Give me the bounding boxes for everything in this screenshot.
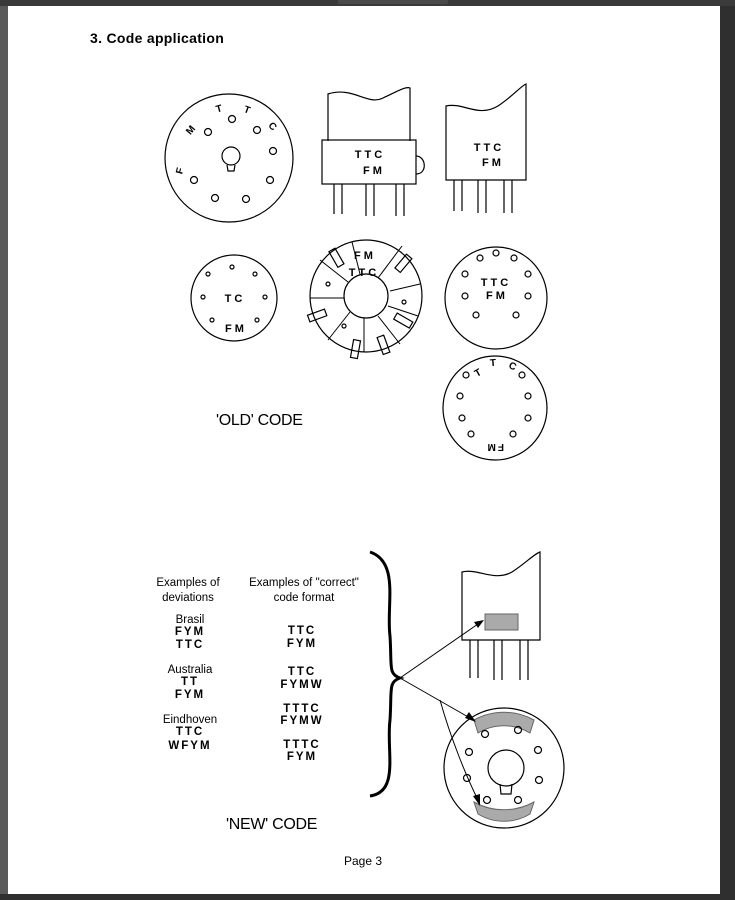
deviation-place: Brasil — [175, 614, 205, 626]
socket-diagram-ribbed — [306, 239, 423, 360]
rotated-top-letter-t2: T — [490, 358, 497, 369]
correct-code-line: FYM — [286, 638, 318, 650]
correct-code-line: TTC — [287, 625, 317, 637]
deviation-code-line: TTC — [175, 726, 205, 738]
correct-code-line: FYMW — [280, 679, 324, 691]
tube-front-diagram — [321, 87, 425, 216]
viewer-scrollbar-track[interactable] — [720, 6, 735, 894]
new-code-base-diagram — [443, 707, 565, 829]
rotated-top-letter-t1: T — [473, 367, 484, 380]
correct-code-line: FYM — [286, 751, 318, 763]
page-number: Page 3 — [344, 854, 383, 868]
window-tab[interactable] — [338, 0, 448, 4]
correct-format-header: Examples of "correct" code format — [249, 577, 359, 604]
deviations-header: Examples of deviations — [156, 577, 220, 604]
correct-code-line: TTTC — [283, 703, 321, 715]
correct-code-line: TTTC — [283, 739, 321, 751]
base-letter-c: C — [266, 120, 279, 133]
base-letter-m: M — [184, 124, 198, 137]
socket-pins-code-line2: FM — [486, 290, 508, 302]
deviation-code-line: WFYM — [168, 740, 212, 752]
rotated-top-letter-c: C — [507, 360, 518, 373]
arrow-heads — [465, 620, 484, 806]
base-letter-f: F — [174, 167, 186, 176]
correct-code-line: TTC — [287, 666, 317, 678]
tube-base-diagram-rotated — [442, 355, 548, 461]
socket-pins-code-line1: TTC — [481, 277, 511, 289]
tube-base-diagram-large — [164, 93, 294, 223]
tube-side-code-line1: TTC — [474, 142, 504, 154]
old-code-caption: 'OLD' CODE — [216, 412, 303, 429]
grouping-bracket — [369, 550, 405, 798]
tube-front-code-line1: TTC — [355, 149, 385, 161]
socket-small-bottom-code: FM — [225, 323, 247, 335]
section-title: 3. Code application — [90, 30, 225, 46]
new-code-caption: 'NEW' CODE — [226, 816, 318, 833]
tube-front-code-line2: FM — [363, 165, 385, 177]
deviation-code-line: FYM — [174, 689, 206, 701]
deviation-place: Eindhoven — [162, 714, 218, 726]
pointer-arrows — [399, 623, 479, 801]
illustrations: F M T T C T T C FM TTC FM TTC FM TC FM F… — [164, 83, 565, 829]
socket-diagram-pins — [444, 246, 548, 350]
deviation-code-line: TT — [180, 676, 200, 688]
rotated-bottom-code: FM — [486, 441, 504, 452]
viewer-bottom-edge — [0, 894, 735, 900]
document-page: 3. Code application — [8, 6, 720, 894]
socket-diagram-small — [190, 254, 278, 342]
deviation-place: Australia — [167, 664, 213, 676]
new-code-tube-diagram — [461, 551, 541, 680]
deviation-code-line: TTC — [175, 639, 205, 651]
socket-small-center-code: TC — [225, 293, 246, 305]
base-letter-t2: T — [242, 104, 252, 116]
tube-side-code-line2: FM — [482, 157, 504, 169]
socket-ribbed-code-line1: FM — [354, 250, 376, 262]
socket-ribbed-code-line2: TTC — [349, 267, 379, 279]
deviation-code-line: FYM — [174, 626, 206, 638]
base-letter-t1: T — [215, 103, 224, 115]
tube-side-diagram — [445, 83, 527, 213]
window-top-bar — [0, 0, 735, 6]
correct-code-line: FYMW — [280, 715, 324, 727]
